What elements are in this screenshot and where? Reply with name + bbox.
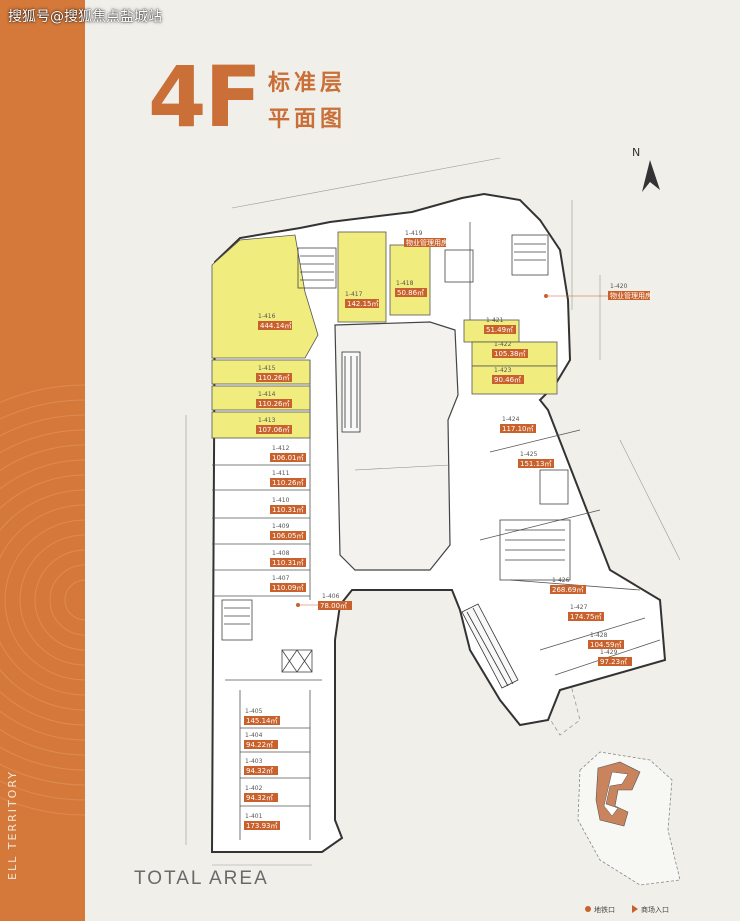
- mall-entrance-legend: 商场入口: [641, 905, 669, 914]
- unit-1-407-id: 1-407: [272, 575, 290, 582]
- unit-1-402-id: 1-402: [245, 785, 263, 792]
- contour-lines-decoration: [0, 384, 85, 816]
- unit-1-416-id: 1-416: [258, 313, 276, 320]
- floor-number: 4F: [148, 48, 262, 146]
- unit-1-401-id: 1-401: [245, 813, 263, 820]
- unit-1-428-id: 1-428: [590, 632, 608, 639]
- unit-labels: 1-416 444.14㎡ 1-417 142.15㎡ 1-418 50.86㎡…: [244, 230, 652, 830]
- unit-1-405-id: 1-405: [245, 708, 263, 715]
- unit-1-428-area: 104.59㎡: [590, 641, 622, 649]
- unit-1-425-id: 1-425: [520, 451, 538, 458]
- plan-title: 标准层 平面图: [268, 66, 346, 138]
- unit-1-424-id: 1-424: [502, 416, 520, 423]
- unit-1-412-id: 1-412: [272, 445, 290, 452]
- unit-1-429-id: 1-429: [600, 649, 618, 656]
- unit-1-413-area: 107.06㎡: [258, 426, 290, 434]
- unit-1-415-id: 1-415: [258, 365, 276, 372]
- unit-1-413-id: 1-413: [258, 417, 276, 424]
- unit-partitions: [212, 222, 661, 840]
- plan-title-line2: 平面图: [268, 107, 347, 132]
- stair-core-2: [511, 234, 549, 276]
- unit-1-403-id: 1-403: [245, 758, 263, 765]
- unit-1-429-area: 97.23㎡: [600, 658, 627, 666]
- unit-1-419-note: 物业管理用房: [406, 238, 448, 247]
- unit-1-424-area: 117.10㎡: [502, 425, 534, 433]
- mall-entrance-legend-icon: [632, 905, 638, 913]
- unit-1-427-id: 1-427: [570, 604, 588, 611]
- north-arrow-label: N: [632, 146, 640, 159]
- orange-side-band: ELL TERRITORY: [0, 0, 85, 921]
- unit-1-422-area: 105.38㎡: [494, 350, 526, 358]
- unit-1-406-id: 1-406: [322, 593, 340, 600]
- unit-1-417-shape: [337, 231, 387, 323]
- unit-1-422-id: 1-422: [494, 341, 512, 348]
- unit-1-402-area: 94.32㎡: [246, 794, 273, 802]
- unit-1-410-area: 110.31㎡: [272, 506, 304, 514]
- unit-1-420-id: 1-420: [610, 283, 628, 290]
- dashed-outline: [419, 409, 581, 736]
- unit-1-427-area: 174.75㎡: [570, 613, 602, 621]
- unit-1-411-id: 1-411: [272, 470, 290, 477]
- unit-1-417-area: 142.15㎡: [347, 300, 379, 308]
- unit-1-408-id: 1-408: [272, 550, 290, 557]
- unit-1-420-note: 物业管理用房: [610, 291, 652, 300]
- unit-1-405-area: 145.14㎡: [246, 717, 278, 725]
- plan-title-line1: 标准层: [268, 71, 347, 96]
- stair-cores: [221, 234, 571, 673]
- unit-1-410-id: 1-410: [272, 497, 290, 504]
- watermark-text: 搜狐号@搜狐焦点盐城站: [8, 9, 162, 25]
- unit-1-414-id: 1-414: [258, 391, 276, 398]
- unit-1-411-area: 110.26㎡: [272, 479, 304, 487]
- unit-1-407-area: 110.09㎡: [272, 584, 304, 592]
- subway-exit-legend-icon: [585, 906, 591, 912]
- unit-1-421-id: 1-421: [486, 317, 504, 324]
- unit-1-401-area: 173.93㎡: [246, 822, 278, 830]
- unit-1-419-id: 1-419: [405, 230, 423, 237]
- unit-1-423-area: 90.46㎡: [494, 376, 521, 384]
- unit-1-423-id: 1-423: [494, 367, 512, 374]
- unit-1-421-area: 51.49㎡: [486, 326, 513, 334]
- stair-core-3: [221, 599, 253, 641]
- unit-1-418-area: 50.86㎡: [397, 289, 424, 297]
- footer-total-area: TOTAL AREA: [134, 868, 269, 889]
- unit-1-418-id: 1-418: [396, 280, 414, 287]
- unit-1-412-area: 106.01㎡: [272, 454, 304, 462]
- highlighted-units: [211, 231, 558, 439]
- unit-1-404-id: 1-404: [245, 732, 263, 739]
- elevator-core-2: [444, 249, 474, 283]
- unit-1-406-area: 78.00㎡: [320, 602, 347, 610]
- unit-1-403-area: 94.32㎡: [246, 767, 273, 775]
- unit-1-415-area: 110.26㎡: [258, 374, 290, 382]
- unit-1-408-area: 110.31㎡: [272, 559, 304, 567]
- unit-1-416-area: 444.14㎡: [260, 322, 292, 330]
- escalators: [341, 351, 519, 689]
- unit-1-426-id: 1-426: [552, 577, 570, 584]
- unit-1-409-id: 1-409: [272, 523, 290, 530]
- atrium-void: [334, 321, 459, 571]
- north-arrow-icon: [642, 160, 660, 192]
- unit-1-426-area: 268.69㎡: [552, 586, 584, 594]
- stair-core-east: [539, 469, 569, 505]
- dimension-lines: [185, 157, 681, 866]
- unit-1-404-area: 94.22㎡: [246, 741, 273, 749]
- core-east: [499, 519, 571, 581]
- unit-1-409-area: 106.05㎡: [272, 532, 304, 540]
- key-map: 地铁口 商场入口: [577, 751, 681, 914]
- unit-1-417-id: 1-417: [345, 291, 363, 298]
- unit-1-425-area: 151.13㎡: [520, 460, 552, 468]
- north-arrow: N: [632, 146, 660, 192]
- unit-1-414-area: 110.26㎡: [258, 400, 290, 408]
- stair-core-1: [297, 247, 337, 289]
- subway-exit-legend: 地铁口: [594, 905, 615, 914]
